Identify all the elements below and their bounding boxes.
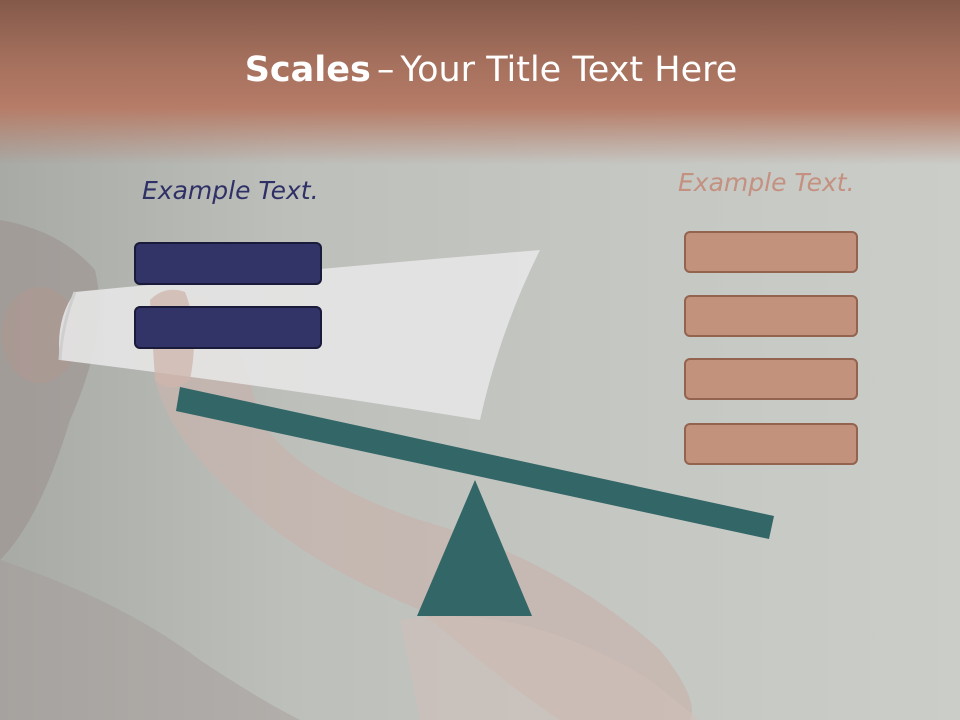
slide-title: Scales–Your Title Text Here [0, 50, 960, 90]
right-item-box [684, 423, 858, 465]
right-item-box [684, 231, 858, 273]
title-text: Your Title Text Here [400, 50, 738, 90]
left-item-box [134, 242, 322, 285]
scale-fulcrum [417, 480, 532, 616]
right-item-box [684, 358, 858, 400]
title-dash: – [376, 50, 395, 90]
scale-beam [176, 387, 774, 539]
right-label: Example Text. [678, 168, 855, 197]
title-bold: Scales [244, 50, 371, 90]
left-item-box [134, 306, 322, 349]
left-label: Example Text. [142, 176, 319, 205]
right-item-box [684, 295, 858, 337]
title-band [0, 0, 960, 165]
